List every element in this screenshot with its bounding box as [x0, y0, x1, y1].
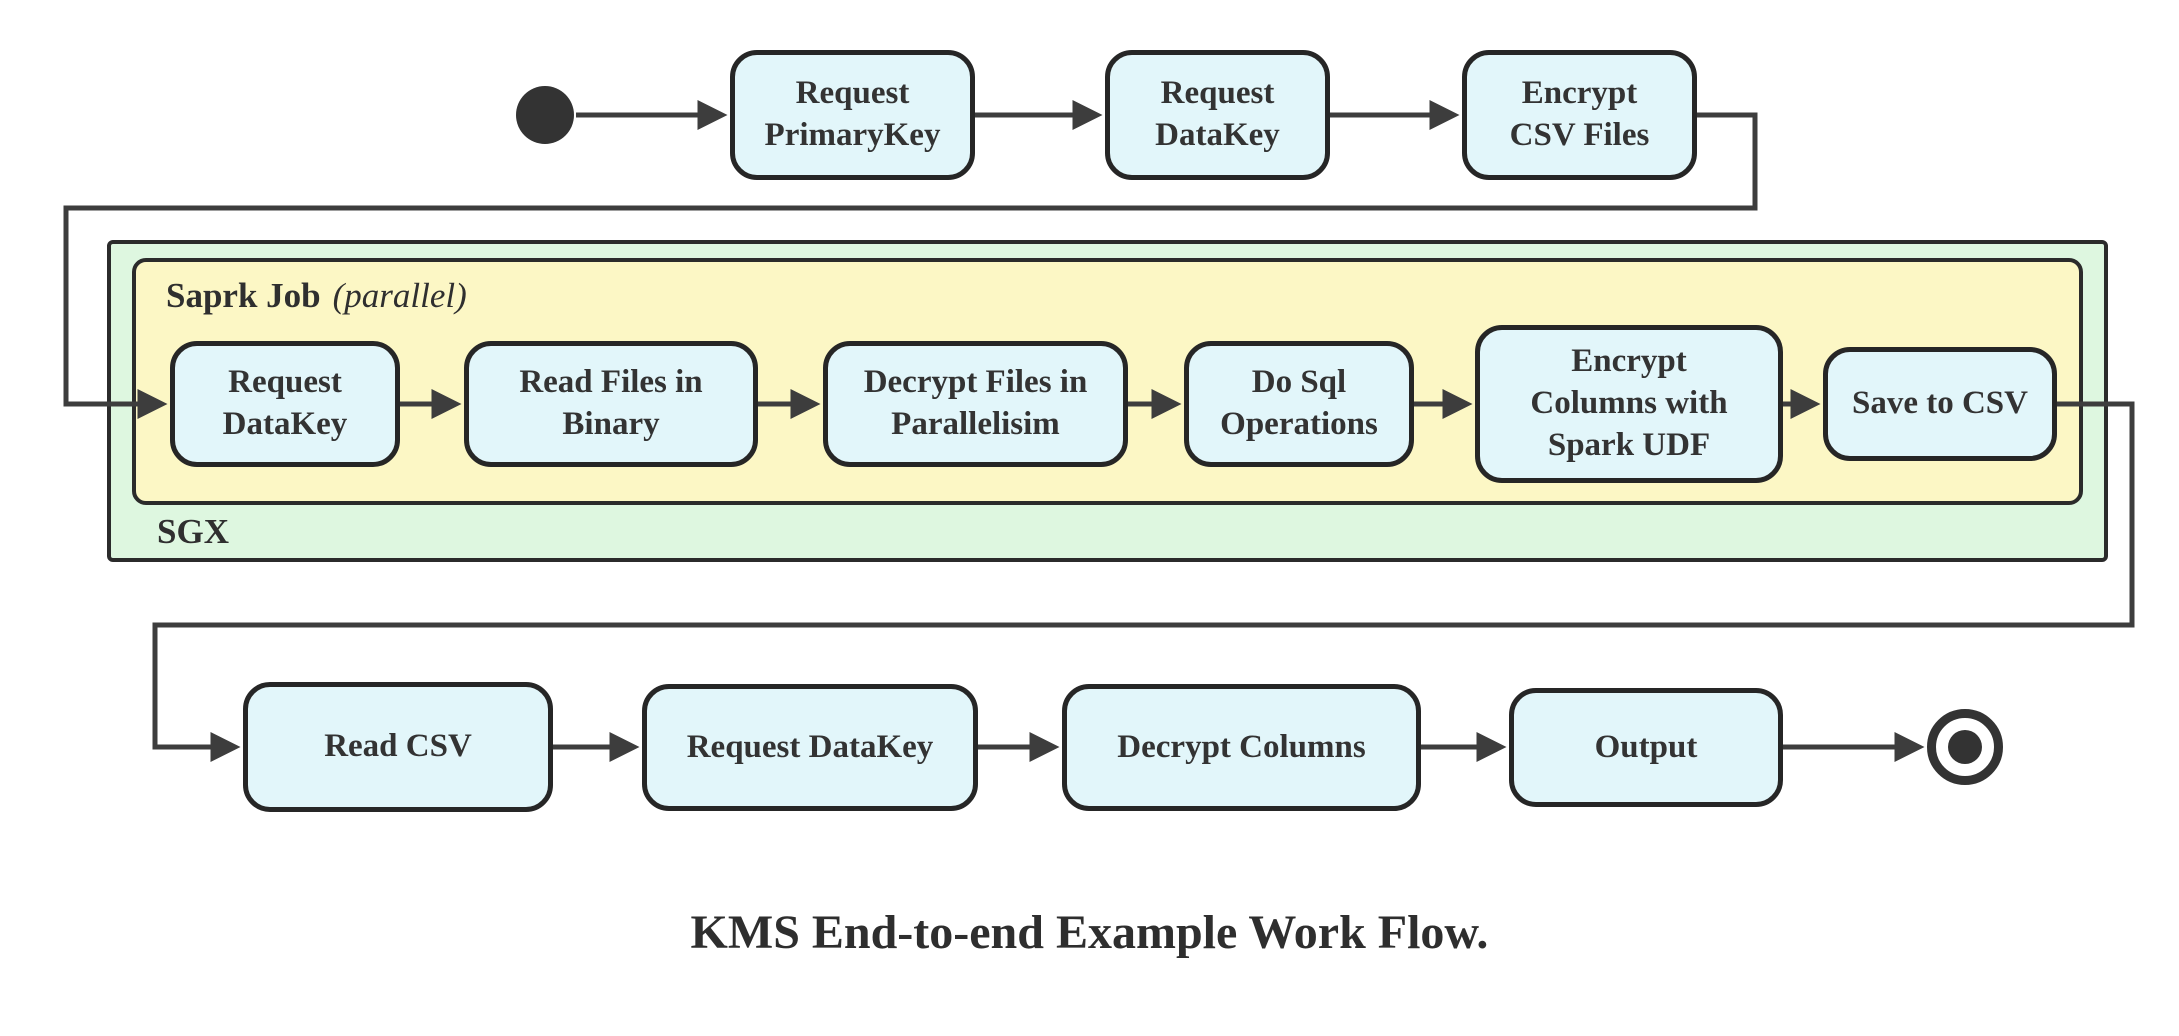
node-decrypt-files-in-parallelisim: Decrypt Files in Parallelisim	[823, 341, 1128, 467]
start-node-icon	[516, 86, 574, 144]
edge-encrypt-csv-to-sgx-request-datakey	[63, 112, 1758, 419]
spark-job-label-text: Saprk Job	[166, 276, 321, 315]
spark-job-container-label: Saprk Job (parallel)	[166, 276, 467, 316]
node-request-datakey-out: Request DataKey	[642, 684, 978, 811]
node-output: Output	[1509, 688, 1783, 807]
node-request-primarykey: Request PrimaryKey	[730, 50, 975, 180]
node-do-sql-operations: Do Sql Operations	[1184, 341, 1414, 467]
node-request-datakey-top: Request DataKey	[1105, 50, 1330, 180]
edge-save-csv-to-read-csv	[152, 401, 2135, 762]
node-read-files-in-binary: Read Files in Binary	[464, 341, 758, 467]
spark-job-parallel-annotation: (parallel)	[332, 276, 467, 315]
end-node-inner-dot	[1948, 730, 1982, 764]
node-request-datakey-sgx: Request DataKey	[170, 341, 400, 467]
end-node-icon	[1927, 709, 2003, 785]
node-encrypt-columns-with-spark-udf: Encrypt Columns with Spark UDF	[1475, 325, 1783, 483]
node-decrypt-columns: Decrypt Columns	[1062, 684, 1421, 811]
node-save-to-csv: Save to CSV	[1823, 347, 2057, 461]
diagram-caption: KMS End-to-end Example Work Flow.	[690, 906, 1489, 959]
node-read-csv: Read CSV	[243, 682, 553, 812]
node-encrypt-csv-files: Encrypt CSV Files	[1462, 50, 1697, 180]
sgx-container-label: SGX	[157, 512, 229, 551]
